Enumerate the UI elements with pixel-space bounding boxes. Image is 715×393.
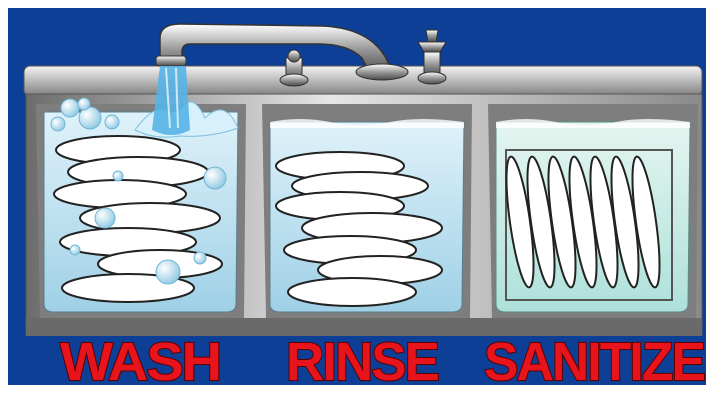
label-wash: WASH (60, 332, 220, 392)
label-sanitize: SANITIZE (484, 332, 704, 392)
compartment-wash (36, 98, 246, 318)
compartment-sanitize (488, 104, 698, 318)
compartment-rinse (262, 104, 472, 318)
label-rinse: RINSE (286, 332, 438, 392)
